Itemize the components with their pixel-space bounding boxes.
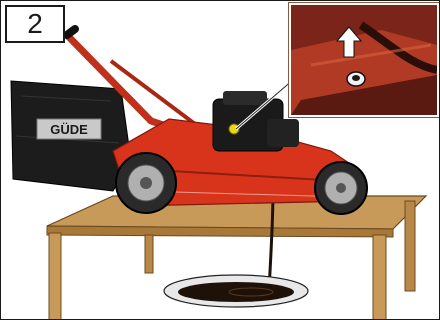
oil-plug-icon [347, 72, 365, 86]
rear-wheel [116, 153, 176, 213]
brand-logo: GÜDE [50, 122, 88, 137]
table-leg-back-right [405, 201, 415, 291]
table-leg-back-left [145, 235, 153, 273]
oil-plug-detail [291, 5, 437, 115]
front-wheel [315, 162, 367, 214]
table-leg-front-right [373, 235, 386, 320]
detail-inset [289, 3, 439, 117]
step-number: 2 [5, 5, 65, 43]
drain-pan-oil [178, 282, 294, 302]
table-leg-front-left [49, 233, 61, 320]
